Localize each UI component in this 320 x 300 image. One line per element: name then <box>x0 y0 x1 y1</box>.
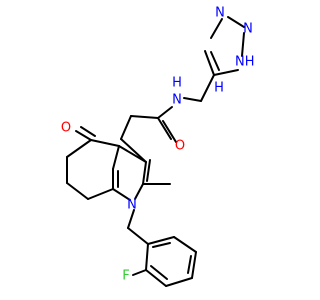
bond <box>127 209 135 229</box>
atom-label-h: H <box>172 76 182 91</box>
bond <box>118 145 147 163</box>
bond <box>120 115 132 140</box>
bond <box>162 120 177 143</box>
bond <box>213 69 239 76</box>
bond <box>210 51 220 71</box>
atom-label-n: N <box>215 6 225 21</box>
bond <box>132 269 147 276</box>
bond <box>87 188 114 200</box>
atom-label-nh: NH <box>235 55 255 70</box>
background <box>0 0 300 300</box>
atom-label-f: F <box>122 269 129 284</box>
bond <box>241 32 245 57</box>
bond <box>66 139 92 158</box>
atom-label-n: N <box>243 22 253 37</box>
bond <box>152 242 171 248</box>
bond <box>146 159 151 182</box>
bond <box>157 106 173 119</box>
molecule-canvas: N N NH H N H O O N F <box>0 0 300 300</box>
bond <box>147 236 175 245</box>
atom-label-n: N <box>172 93 182 108</box>
atom-label-o: O <box>61 121 71 136</box>
atom-labels: N N NH H N H O O N F <box>61 6 255 284</box>
bond <box>204 50 215 76</box>
bond <box>75 130 92 141</box>
bond <box>227 16 245 28</box>
bond <box>142 161 147 185</box>
bond <box>210 18 223 39</box>
bond <box>187 255 192 274</box>
bond <box>130 115 159 119</box>
bond <box>134 183 144 200</box>
triazole-ring <box>204 16 245 76</box>
cyclohexenone-ring <box>66 139 120 200</box>
bond <box>157 117 172 140</box>
atom-label-n: N <box>127 198 137 213</box>
bond <box>127 227 149 245</box>
bond <box>112 188 131 201</box>
pyrrole-ring <box>112 138 151 201</box>
bond <box>120 138 147 163</box>
bond <box>165 277 193 287</box>
bond <box>145 269 167 287</box>
molecule-structure: N N NH H N H O O N F <box>0 0 300 300</box>
atom-label-o: O <box>175 139 185 154</box>
bond <box>80 126 96 137</box>
fluorophenyl-ring <box>145 236 197 287</box>
bond <box>183 97 202 102</box>
bond <box>191 251 197 279</box>
bond <box>66 182 89 200</box>
bond <box>112 145 120 170</box>
bond <box>200 74 215 102</box>
bond <box>150 265 168 280</box>
bond <box>173 236 197 253</box>
atom-label-h: H <box>214 81 224 96</box>
bond <box>90 139 120 147</box>
bond <box>145 243 149 271</box>
